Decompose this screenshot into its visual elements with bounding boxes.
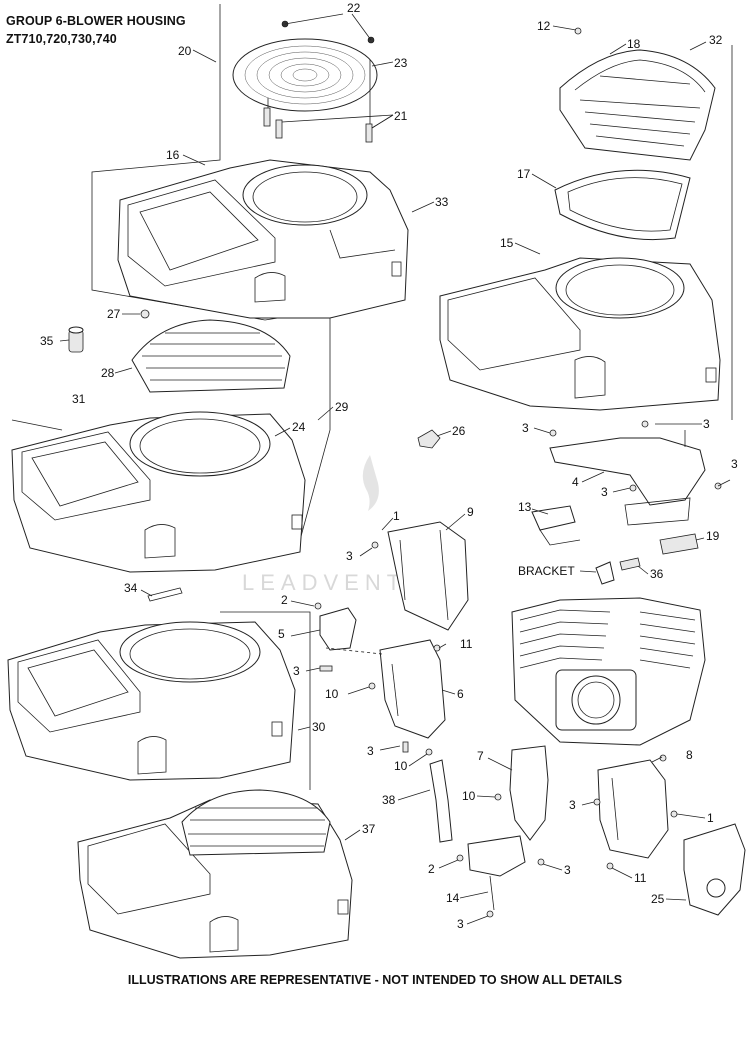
callout-3e: 3 — [346, 549, 353, 563]
sleeve-35 — [68, 326, 84, 353]
clip-26 — [417, 429, 441, 449]
blower-housing-24 — [11, 411, 306, 573]
blower-housing-16 — [117, 159, 409, 319]
callout-22: 22 — [347, 1, 361, 15]
callout-3g: 3 — [367, 744, 374, 758]
blower-housing-30 — [7, 621, 296, 781]
callout-18: 18 — [627, 37, 641, 51]
callout-9: 9 — [467, 505, 474, 519]
callout-25: 25 — [651, 892, 665, 906]
callout-1b: 1 — [707, 811, 714, 825]
callout-33: 33 — [435, 195, 449, 209]
callout-2b: 2 — [428, 862, 435, 876]
callout-10a: 10 — [325, 687, 339, 701]
callout-7: 7 — [477, 749, 484, 763]
callout-32: 32 — [709, 33, 723, 47]
callout-3a: 3 — [522, 421, 529, 435]
callout-35: 35 — [40, 334, 54, 348]
callout-3h: 3 — [569, 798, 576, 812]
callout-16: 16 — [166, 148, 180, 162]
baffle-7 — [509, 745, 549, 841]
callout-30: 30 — [312, 720, 326, 734]
callout-14: 14 — [446, 891, 460, 905]
callout-28: 28 — [101, 366, 115, 380]
callout-3j: 3 — [457, 917, 464, 931]
model-numbers: ZT710,720,730,740 — [6, 32, 117, 46]
diagram-title: GROUP 6-BLOWER HOUSING — [6, 14, 186, 28]
studs-21 — [263, 60, 373, 143]
intake-screen-23 — [232, 20, 378, 112]
callout-15: 15 — [500, 236, 514, 250]
callout-36: 36 — [650, 567, 664, 581]
callout-1a: 1 — [393, 509, 400, 523]
shroud-grille-18 — [559, 49, 716, 161]
callout-bracket: BRACKET — [518, 564, 575, 578]
plate-19 — [659, 533, 699, 555]
callout-23: 23 — [394, 56, 408, 70]
baffle-9 — [387, 521, 469, 631]
callout-20: 20 — [178, 44, 192, 58]
callout-13: 13 — [518, 500, 532, 514]
callout-27: 27 — [107, 307, 121, 321]
callout-8: 8 — [686, 748, 693, 762]
clip-34 — [147, 587, 183, 602]
blower-housing-37 — [77, 789, 353, 959]
callout-24: 24 — [292, 420, 306, 434]
screw-27 — [140, 309, 150, 319]
callout-10c: 10 — [462, 789, 476, 803]
bracket-38 — [429, 759, 453, 843]
callout-34: 34 — [124, 581, 138, 595]
callout-3b: 3 — [703, 417, 710, 431]
callout-11a: 11 — [460, 637, 473, 651]
callout-29: 29 — [335, 400, 349, 414]
spring-clip-13 — [531, 505, 581, 546]
blower-housing-15 — [439, 257, 721, 411]
callout-5: 5 — [278, 627, 285, 641]
callout-19: 19 — [706, 529, 720, 543]
bracket-assembly — [595, 557, 641, 585]
callout-21: 21 — [394, 109, 408, 123]
callout-31: 31 — [72, 392, 86, 406]
callout-38: 38 — [382, 793, 396, 807]
callout-11b: 11 — [634, 871, 647, 885]
callout-3d: 3 — [731, 457, 738, 471]
callout-26: 26 — [452, 424, 466, 438]
callout-3i: 3 — [564, 863, 571, 877]
plate-4 — [549, 437, 706, 526]
engine-block — [511, 597, 706, 746]
cover-8 — [597, 759, 669, 859]
leader-lines — [59, 13, 731, 925]
gasket-ring-17 — [554, 169, 691, 241]
cover-grille-28 — [131, 319, 291, 393]
callout-labels: 22 20 23 21 16 33 12 18 32 17 15 27 35 2… — [40, 1, 738, 931]
callout-17: 17 — [517, 167, 531, 181]
callout-6: 6 — [457, 687, 464, 701]
disclaimer-footer: ILLUSTRATIONS ARE REPRESENTATIVE - NOT I… — [127, 973, 623, 987]
callout-10b: 10 — [394, 759, 408, 773]
bracket-5 — [319, 607, 357, 651]
callout-4: 4 — [572, 475, 579, 489]
fasteners — [314, 27, 722, 918]
callout-3f: 3 — [293, 664, 300, 678]
baffle-6 — [379, 639, 446, 739]
bracket-14 — [467, 835, 526, 911]
callout-12: 12 — [537, 19, 551, 33]
callout-3c: 3 — [601, 485, 608, 499]
callout-37: 37 — [362, 822, 376, 836]
baffle-25 — [683, 823, 746, 916]
callout-2a: 2 — [281, 593, 288, 607]
